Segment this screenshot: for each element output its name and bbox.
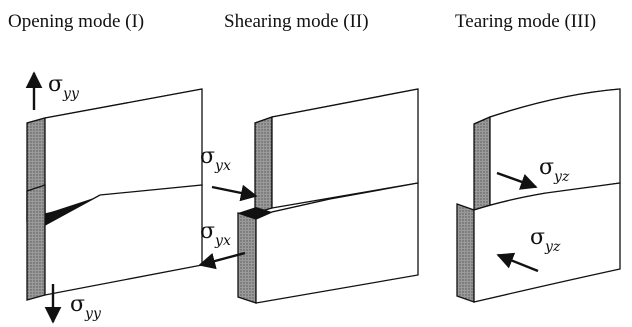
mode3-upper-side-face <box>473 116 491 217</box>
mode1-lower-side-face <box>26 184 46 301</box>
mode3-lower-side-face <box>456 203 475 303</box>
mode1-top-stress: σyy <box>48 72 80 102</box>
mode2-bottom-arrow <box>198 251 246 270</box>
mode2-top-stress: σyx <box>200 144 231 174</box>
mode2-lower-top-face <box>238 207 272 219</box>
mode2-specimen <box>237 88 419 304</box>
mode3-bottom-stress: σyz <box>530 225 561 255</box>
mode1-bottom-stress: σyy <box>70 292 102 322</box>
mode1-lower-front-face <box>44 184 203 296</box>
mode2-upper-side-face <box>254 116 273 214</box>
mode1-specimen <box>26 88 203 301</box>
mode3-lower-front-face <box>473 182 621 303</box>
mode2-lower-front-face <box>255 182 419 304</box>
mode2-bottom-stress: σyx <box>200 219 231 249</box>
mode3-top-arrow <box>496 171 538 190</box>
mode3-title: Tearing mode (III) <box>455 11 596 32</box>
mode3-bottom-arrow <box>496 252 539 273</box>
mode2-title: Shearing mode (II) <box>224 11 369 32</box>
mode2-lower-side-face <box>237 212 257 304</box>
mode2-top-arrow <box>211 184 258 202</box>
mode3-specimen <box>456 88 621 303</box>
mode1-title: Opening mode (I) <box>8 11 144 32</box>
mode3-top-stress: σyz <box>539 155 570 185</box>
